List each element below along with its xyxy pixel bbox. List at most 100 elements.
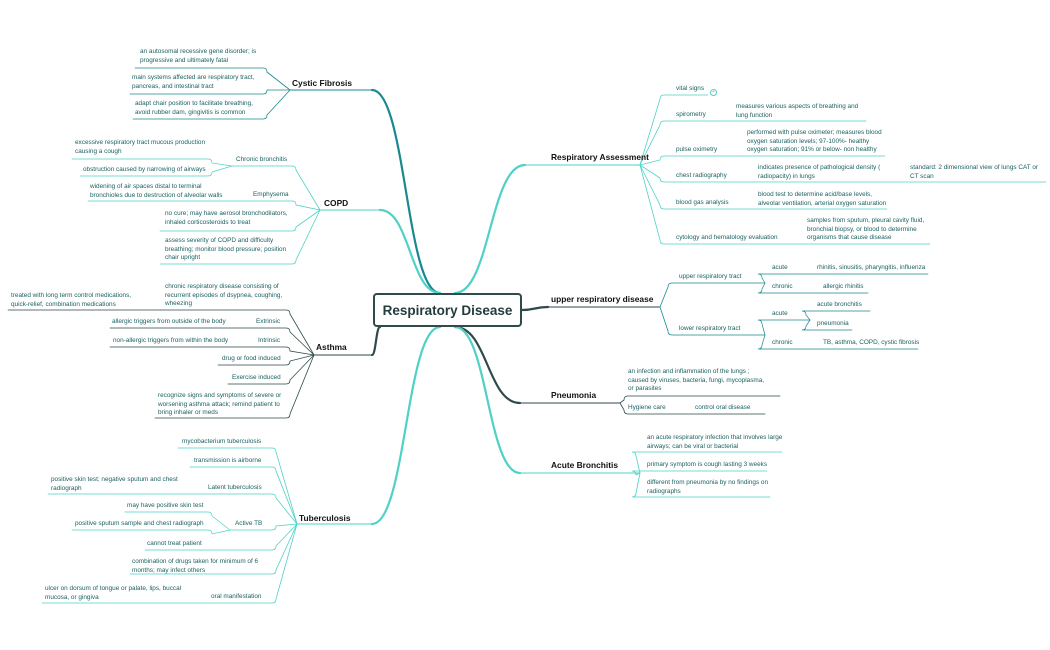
connector-line xyxy=(639,164,755,210)
branch-acute-bronchitis[interactable]: Acute Bronchitis xyxy=(551,460,619,470)
connector-line xyxy=(619,395,781,404)
copd-cb-item: excessive respiratory tract mucous produ… xyxy=(75,139,205,155)
connector-line xyxy=(631,470,768,476)
connector-line xyxy=(757,319,811,336)
tb-latent-item: positive skin test; negative sputum and … xyxy=(51,476,178,492)
assess-cytology: cytology and hematology evaluation xyxy=(676,234,778,241)
branch-pneumonia[interactable]: Pneumonia xyxy=(551,390,597,400)
connector-line xyxy=(129,89,291,95)
copd-emphysema: Emphysema xyxy=(253,191,289,198)
assess-vital-signs: vital signs xyxy=(676,85,705,92)
connector-line xyxy=(631,472,771,498)
assess-pulse-oximetry: pulse oximetry xyxy=(676,146,718,153)
connector-line xyxy=(204,493,298,525)
tb-latent: Latent tuberculosis xyxy=(208,484,262,491)
tb-active-item: may have positive skin test xyxy=(127,502,204,509)
connector-line xyxy=(177,447,298,525)
pneumonia-hygiene: Hygiene care xyxy=(628,404,666,411)
lower-chronic-item: TB, asthma, COPD, cystic fibrosis xyxy=(823,339,920,346)
connector-line xyxy=(639,120,731,166)
lower-acute-item: pneumonia xyxy=(817,320,849,327)
note-icon[interactable]: + xyxy=(710,89,717,96)
asthma-treatment: treated with long term control medicatio… xyxy=(11,292,132,308)
tb-oral: oral manifestation xyxy=(211,593,262,600)
connector-line xyxy=(453,325,522,405)
branch-cystic-fibrosis[interactable]: Cystic Fibrosis xyxy=(292,78,353,88)
cf-item: an autosomal recessive gene disorder; is… xyxy=(140,48,257,64)
branch-tuberculosis[interactable]: Tuberculosis xyxy=(299,513,351,523)
assess-spirometry-item: measures various aspects of breathing an… xyxy=(736,103,859,119)
connector-line xyxy=(132,89,291,120)
bronchitis-item: primary symptom is cough lasting 3 weeks xyxy=(647,461,768,468)
upper-tract: upper respiratory tract xyxy=(679,273,742,280)
bronchitis-item: an acute respiratory infection that invo… xyxy=(647,434,783,450)
connector-line xyxy=(249,200,321,211)
central-topic[interactable]: Respiratory Disease xyxy=(373,293,522,327)
connector-line xyxy=(757,273,929,284)
bronchitis-item: different from pneumonia by no findings … xyxy=(647,479,769,495)
asthma-intrinsic-item: non-allergic triggers from within the bo… xyxy=(113,337,229,344)
connector-line xyxy=(631,451,783,474)
connector-line xyxy=(801,310,871,321)
connector-line xyxy=(453,163,527,295)
assess-chest-radiography: chest radiography xyxy=(676,172,727,179)
connector-line xyxy=(801,319,853,331)
connector-line xyxy=(370,88,442,295)
assess-pulse-item: performed with pulse oximeter; measures … xyxy=(747,129,882,154)
connector-line xyxy=(109,346,315,356)
assess-spirometry: spirometry xyxy=(676,111,706,118)
connector-line xyxy=(639,94,709,166)
tb-oral-item: ulcer on dorsum of tongue or palate, lip… xyxy=(45,585,182,601)
connector-line xyxy=(370,325,382,357)
connector-line xyxy=(109,327,315,356)
tb-cannot-treat: cannot treat patient xyxy=(147,540,202,547)
connector-line xyxy=(129,523,298,575)
branch-copd[interactable]: COPD xyxy=(324,198,349,208)
lower-acute: acute xyxy=(772,310,788,317)
branch-upper-respiratory[interactable]: upper respiratory disease xyxy=(551,294,654,304)
connector-line xyxy=(159,209,321,232)
connector-line xyxy=(639,155,743,166)
pneumonia-hygiene-item: control oral disease xyxy=(695,404,751,411)
assess-chest-item: indicates presence of pathological densi… xyxy=(758,164,881,180)
asthma-extrinsic: Extrinsic xyxy=(256,318,281,325)
branch-respiratory-assessment[interactable]: Respiratory Assessment xyxy=(551,152,649,162)
connector-line xyxy=(124,511,231,531)
tb-active: Active TB xyxy=(235,520,263,527)
connector-line xyxy=(71,158,233,167)
asthma-definition: chronic respiratory disease consisting o… xyxy=(165,283,283,308)
branch-asthma[interactable]: Asthma xyxy=(316,342,347,352)
connector-line xyxy=(217,354,315,366)
tb-drugs: combination of drugs taken for minimum o… xyxy=(132,558,259,574)
asthma-recognize: recognize signs and symptoms of severe o… xyxy=(158,392,282,417)
lower-chronic: chronic xyxy=(772,339,793,346)
connector-line xyxy=(159,209,321,265)
connector-line xyxy=(79,165,233,177)
connector-line xyxy=(453,325,522,475)
assess-gas-item: blood test to determine acid/base levels… xyxy=(758,191,887,207)
upper-acute: acute xyxy=(772,264,788,271)
connector-line xyxy=(370,325,442,526)
connector-line xyxy=(639,164,755,183)
lower-acute-item: acute bronchitis xyxy=(817,301,862,308)
upper-chronic-item: allergic rhinitis xyxy=(823,283,864,290)
connector-line xyxy=(227,354,315,385)
connector-line xyxy=(229,523,298,531)
connector-line xyxy=(231,165,321,211)
assess-cyto-item: samples from sputum, pleural cavity flui… xyxy=(807,217,925,242)
asthma-drug: drug or food induced xyxy=(222,355,281,362)
connector-line xyxy=(71,529,231,535)
connector-line xyxy=(757,334,919,350)
copd-cb-item: obstruction caused by narrowing of airwa… xyxy=(83,166,206,173)
assess-blood-gas: blood gas analysis xyxy=(676,199,729,206)
connector-line xyxy=(757,282,869,294)
lower-tract: lower respiratory tract xyxy=(679,325,741,332)
copd-em-item: widening of air spaces distal to termina… xyxy=(90,183,223,199)
connector-line xyxy=(189,466,298,525)
cf-item: adapt chair position to facilitate breat… xyxy=(135,100,253,116)
connector-line xyxy=(159,309,315,356)
tb-transmission: transmission is airborne xyxy=(194,457,262,464)
pneumonia-definition: an infection and inflammation of the lun… xyxy=(628,368,765,393)
